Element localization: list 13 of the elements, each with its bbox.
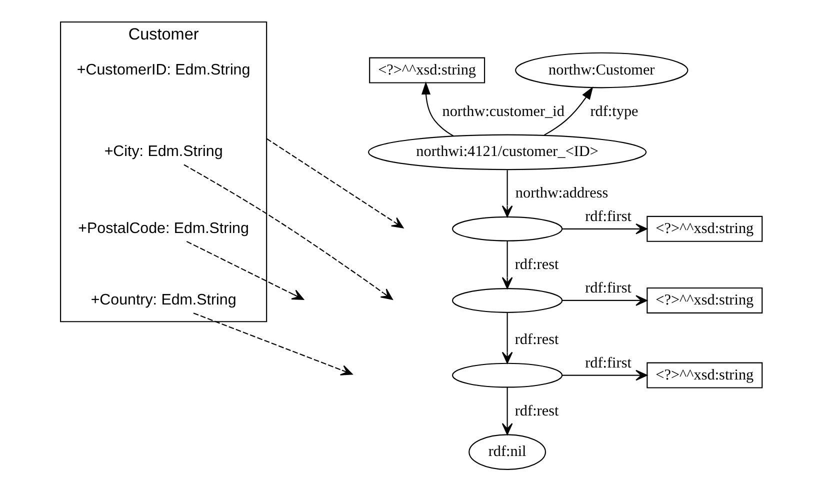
edge-label: rdf:rest bbox=[514, 256, 559, 273]
node-text: +PostalCode: Edm.String bbox=[78, 219, 249, 236]
edge-label: rdf:type bbox=[590, 102, 638, 120]
edge-label: northw:customer_id bbox=[442, 102, 564, 120]
edge-label: rdf:rest bbox=[514, 330, 559, 348]
node-text: +City: Edm.String bbox=[104, 142, 223, 160]
edge-label: northw:address bbox=[515, 184, 608, 202]
edge-label: rdf:first bbox=[585, 207, 632, 224]
edge-label: rdf:rest bbox=[514, 402, 559, 420]
edge-label: rdf:first bbox=[585, 279, 632, 296]
node-text: +CustomerID: Edm.String bbox=[76, 60, 250, 78]
edge-label: rdf:first bbox=[585, 354, 632, 371]
node-text: +Country: Edm.String bbox=[90, 290, 236, 308]
